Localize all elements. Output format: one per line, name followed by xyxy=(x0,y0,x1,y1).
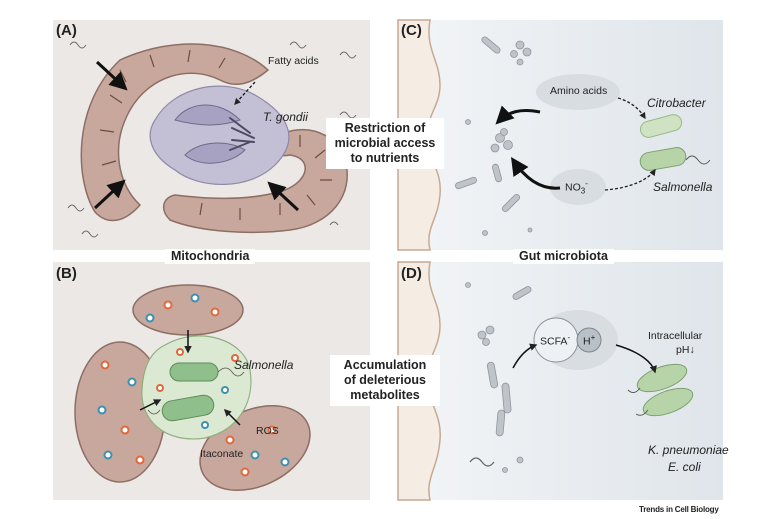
arrow-a-bottomleft xyxy=(93,179,126,210)
salmonella-c-label: Salmonella xyxy=(653,180,713,194)
scfa-base: SCFA xyxy=(540,335,568,348)
nitrate-label: NO3- xyxy=(565,179,588,196)
kpneumoniae-cell xyxy=(636,363,688,393)
arrow-a-topleft xyxy=(95,60,128,91)
proton-base: H xyxy=(583,335,591,348)
ecoli-label: E. coli xyxy=(668,460,701,474)
intracellular-label: Intracellular xyxy=(648,330,703,342)
salmonella-cell-2 xyxy=(161,394,215,422)
mitochondrion-left xyxy=(80,43,270,222)
nitrate-base: NO xyxy=(565,181,581,194)
mitochondrion-b-top xyxy=(132,284,244,336)
citrobacter-cell xyxy=(639,114,683,138)
arrow-b-right xyxy=(223,408,241,426)
center-bottom-line-2: of deleterious xyxy=(344,373,426,387)
salmonella-cell-1 xyxy=(169,362,219,382)
arrow-a-right xyxy=(267,181,300,212)
panel-a-mitochondria xyxy=(67,41,357,238)
center-top-line-1: Restriction of xyxy=(344,121,426,135)
citrobacter-label: Citrobacter xyxy=(647,96,706,110)
journal-credit: Trends in Cell Biology xyxy=(639,505,719,514)
proton-sup: + xyxy=(590,333,596,342)
center-top-line-3: to nutrients xyxy=(350,151,420,165)
salmonella-b-label: Salmonella xyxy=(234,358,294,372)
scfa-label: SCFA- xyxy=(540,333,570,348)
ph-down-icon: ↓ xyxy=(689,344,695,356)
ph-label: pH↓ xyxy=(676,344,695,356)
panel-a-label: (A) xyxy=(56,22,77,39)
amino-acids-label: Amino acids xyxy=(550,85,608,97)
center-label-top: Restriction of microbial access to nutri… xyxy=(326,118,444,169)
panel-c-bg xyxy=(398,20,723,250)
panel-d-label: (D) xyxy=(401,265,422,282)
itaconate-label: Itaconate xyxy=(200,448,244,460)
nitrate-sub: 3 xyxy=(580,186,586,196)
mitochondria-title: Mitochondria xyxy=(165,249,256,264)
center-bottom-line-1: Accumulation xyxy=(343,358,427,372)
panel-c-gut xyxy=(397,19,711,251)
salmonella-cell-c xyxy=(639,147,687,171)
arrow-b-left xyxy=(139,399,162,411)
panel-b-label: (B) xyxy=(56,265,77,282)
nitrate-sup: - xyxy=(585,179,588,188)
amino-acids-bubble xyxy=(536,74,620,110)
gut-microbiota-title: Gut microbiota xyxy=(513,249,614,264)
nitrate-bubble xyxy=(550,169,606,205)
ros-label: ROS xyxy=(256,425,279,437)
panel-c-label: (C) xyxy=(401,22,422,39)
scfa-sup: - xyxy=(567,333,571,342)
kpneumoniae-label: K. pneumoniae xyxy=(648,443,729,457)
center-bottom-line-3: metabolites xyxy=(350,388,420,402)
proton-label: H+ xyxy=(583,333,595,348)
center-top-line-2: microbial access xyxy=(334,136,436,150)
panel-b-mitochondria xyxy=(74,284,311,492)
ecoli-cell xyxy=(642,387,694,417)
center-label-bottom: Accumulation of deleterious metabolites xyxy=(330,355,440,406)
ph-text: pH xyxy=(676,344,690,356)
t-gondii-label: T. gondii xyxy=(263,110,308,124)
fatty-acids-label: Fatty acids xyxy=(268,55,319,67)
